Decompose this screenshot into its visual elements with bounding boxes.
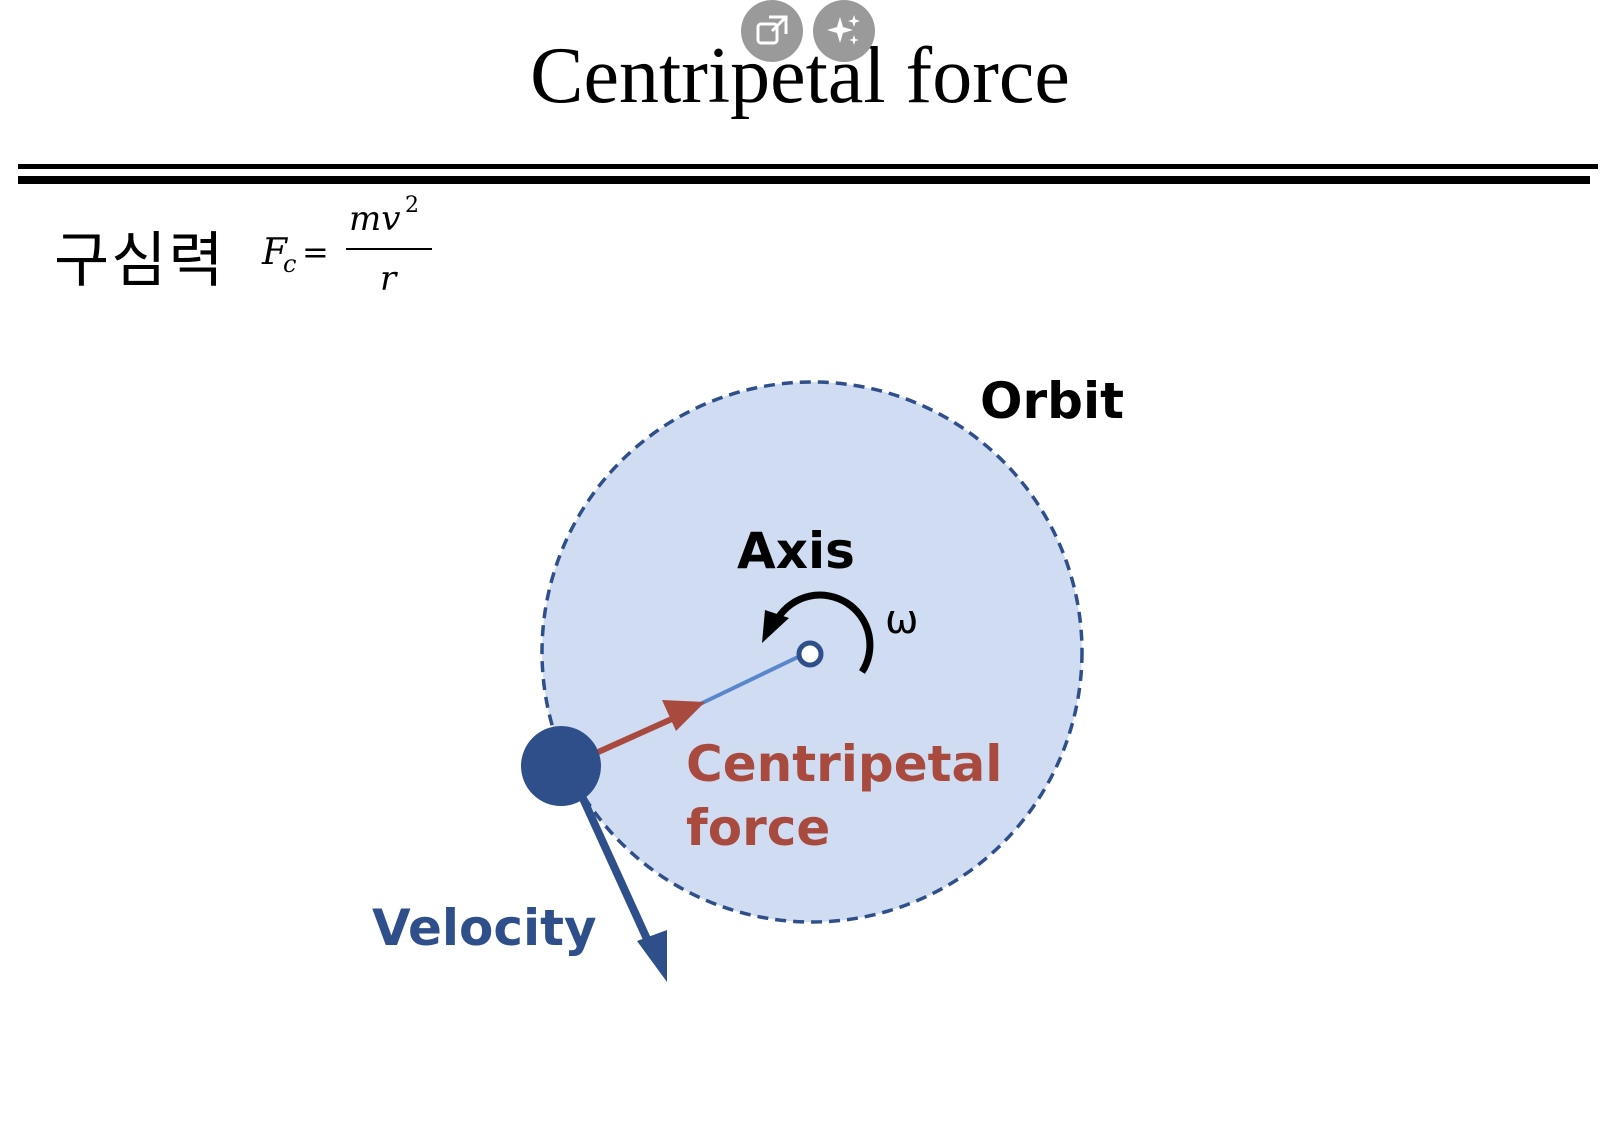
axis-label: Axis — [737, 522, 855, 580]
ai-sparkle-button[interactable] — [813, 0, 875, 62]
formula-numerator: mv — [349, 199, 400, 239]
formula-numerator-exponent: 2 — [405, 193, 419, 218]
velocity-arrow-shaft — [566, 768, 656, 952]
axis-pivot — [796, 640, 824, 668]
velocity-label: Velocity — [372, 899, 597, 957]
sparkle-icon — [827, 15, 860, 45]
slide-title: Centripetal force — [530, 32, 1070, 120]
orbit-label: Orbit — [980, 372, 1124, 430]
rotation-arrow-head — [762, 610, 789, 643]
title-divider-bottom — [18, 176, 1590, 184]
centripetal-arrow-shaft — [594, 715, 676, 756]
rotation-arrow-arc — [775, 591, 874, 674]
formula-lhs: F — [261, 232, 289, 273]
orbiting-body — [521, 726, 601, 806]
centripetal-formula: F c = mv 2 r — [261, 193, 432, 299]
centripetal-force-label-line1: Centripetal — [686, 735, 1002, 793]
radius-line — [695, 654, 801, 708]
centripetal-force-label-line2: force — [686, 799, 830, 857]
formula-denominator: r — [380, 259, 398, 299]
formula-lhs-subscript: c — [283, 250, 296, 278]
formula-equals: = — [302, 233, 329, 271]
angular-velocity-label: ω — [885, 597, 919, 643]
popout-button[interactable] — [741, 0, 803, 62]
velocity-arrow-head — [637, 930, 667, 982]
title-divider-top — [18, 164, 1598, 169]
popout-icon — [756, 15, 788, 45]
centripetal-arrow-head — [662, 700, 705, 731]
korean-term: 구심력 — [54, 226, 226, 296]
